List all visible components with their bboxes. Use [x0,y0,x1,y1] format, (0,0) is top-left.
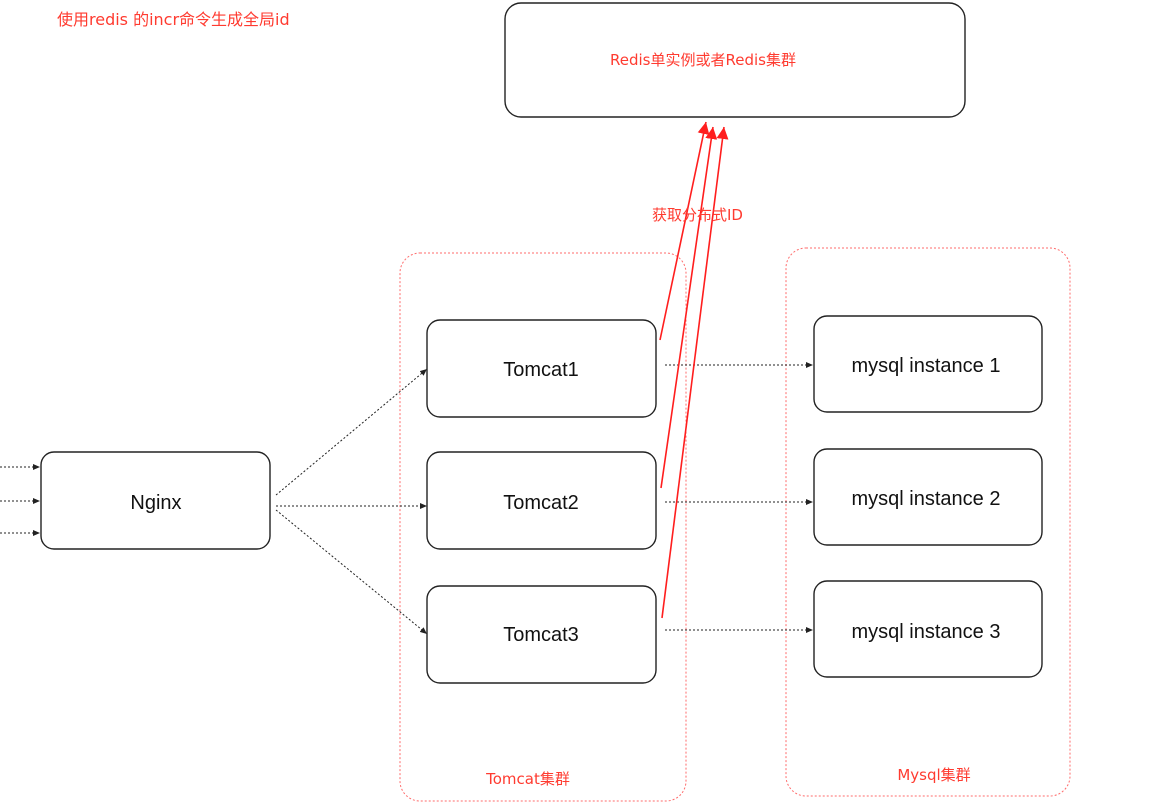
mysql3-label: mysql instance 3 [852,621,1001,643]
tomcat-node-3: Tomcat3 [426,585,657,684]
incoming-arrows [0,464,40,536]
arrow-nginx-tomcat3 [275,509,428,635]
redis-box [504,2,966,118]
mysql-cluster-border [785,247,1071,797]
red-arrow-tomcat2-redis [660,126,718,489]
nginx-to-tomcat-arrows [275,368,428,635]
mysql2-box [813,448,1043,546]
mysql1-box [813,315,1043,413]
arrow-nginx-tomcat1 [275,368,428,496]
tomcat3-label: Tomcat3 [503,624,579,646]
red-arrow-tomcat3-redis [661,126,729,619]
tomcat2-label: Tomcat2 [503,492,579,514]
tomcat-node-2: Tomcat2 [426,451,657,550]
mysql-cluster: Mysql集群 [785,247,1071,797]
tomcat-to-mysql-arrows [665,362,813,633]
nginx-node: Nginx [40,451,271,550]
tomcat1-label: Tomcat1 [503,359,579,381]
nginx-box [40,451,271,550]
mysql1-label: mysql instance 1 [852,355,1001,377]
redis-label: Redis单实例或者Redis集群 [610,51,796,69]
tomcat-cluster: Tomcat集群 [399,252,687,802]
tomcat-cluster-label: Tomcat集群 [485,770,570,788]
mysql-node-2: mysql instance 2 [813,448,1043,546]
tomcat2-box [426,451,657,550]
mysql2-label: mysql instance 2 [852,488,1001,510]
tomcat-node-1: Tomcat1 [426,319,657,418]
tomcat-to-redis-arrows [659,121,729,619]
red-arrow-tomcat1-redis [659,121,710,341]
get-distributed-id-label: 获取分布式ID [652,206,743,224]
redis-node: Redis单实例或者Redis集群 [504,2,966,118]
mysql-node-3: mysql instance 3 [813,580,1043,678]
mysql3-box [813,580,1043,678]
page-title: 使用redis 的incr命令生成全局id [57,10,290,29]
mysql-node-1: mysql instance 1 [813,315,1043,413]
tomcat3-box [426,585,657,684]
mysql-cluster-label: Mysql集群 [897,766,970,784]
nginx-label: Nginx [130,492,181,514]
tomcat1-box [426,319,657,418]
